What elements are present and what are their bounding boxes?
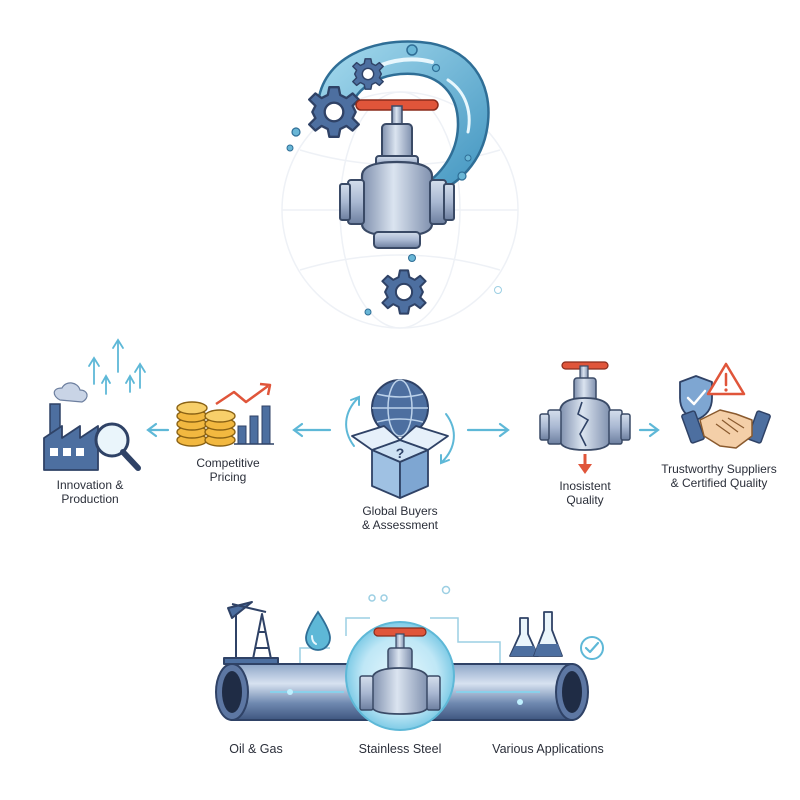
inconsistent-quality-node xyxy=(539,361,631,474)
global-buyers-label: Global Buyers & Assessment xyxy=(361,504,439,532)
check-circle-icon xyxy=(580,636,604,660)
competitive-pricing-node xyxy=(176,382,274,447)
pipeline-applications xyxy=(215,585,604,731)
svg-text:?: ? xyxy=(396,445,405,461)
handshake-icon xyxy=(681,409,771,449)
lab-flasks-icon xyxy=(509,611,563,657)
stainless-steel-label: Stainless Steel xyxy=(358,742,442,756)
droplet-icon xyxy=(305,610,331,651)
magnifier-icon xyxy=(94,422,141,471)
globe-icon xyxy=(371,379,429,437)
growth-arrows-icon xyxy=(88,338,146,395)
global-buyers-node: ? xyxy=(345,379,455,499)
competitive-pricing-label: Competitive Pricing xyxy=(196,456,260,484)
innovation-production-node xyxy=(43,338,146,471)
various-applications-label: Various Applications xyxy=(492,742,604,756)
open-box-question-icon: ? xyxy=(351,425,449,499)
innovation-production-label: Innovation & Production xyxy=(56,478,124,506)
hero-question-valve xyxy=(286,40,502,316)
coins-icon xyxy=(176,401,236,447)
warning-triangle-icon xyxy=(706,362,746,396)
inconsistent-quality-label: Inosistent Quality xyxy=(559,479,611,507)
valve-icon xyxy=(339,99,455,249)
stainless-valve-glow-icon xyxy=(345,621,455,731)
bar-chart-growth-icon xyxy=(215,382,274,445)
oil-derrick-icon xyxy=(223,601,279,665)
factory-icon xyxy=(43,382,99,471)
flow-arrows xyxy=(146,422,660,438)
cycle-arrows-icon xyxy=(345,395,455,465)
cracked-valve-icon xyxy=(539,361,631,474)
trustworthy-suppliers-label: Trustworthy Suppliers & Certified Qualit… xyxy=(661,462,777,490)
oil-gas-label: Oil & Gas xyxy=(229,742,283,756)
trustworthy-suppliers-node xyxy=(679,362,771,449)
